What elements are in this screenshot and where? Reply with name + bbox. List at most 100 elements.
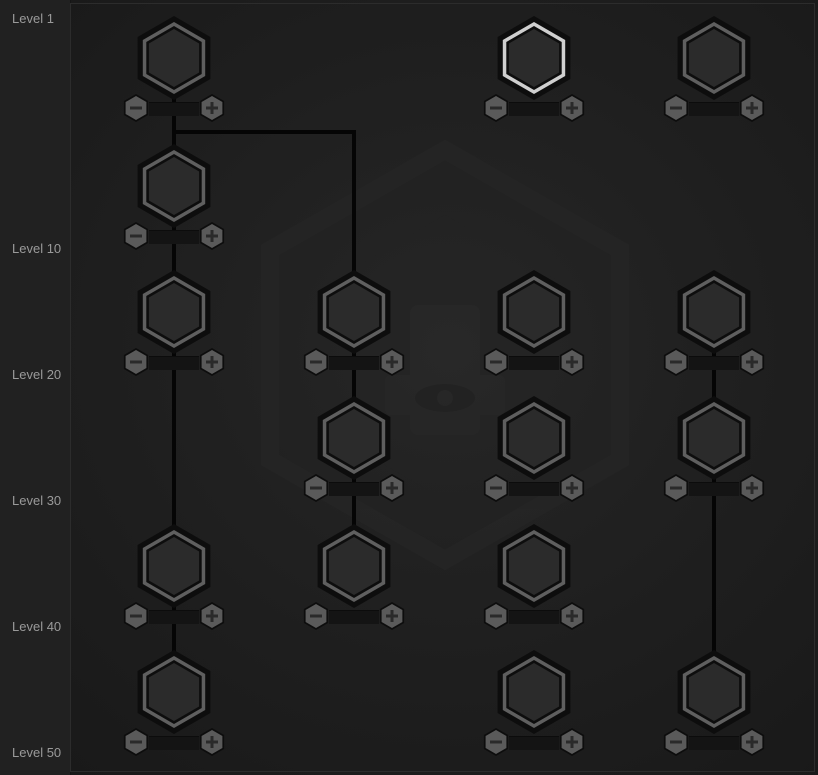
skill-node-c4-level20[interactable]	[659, 269, 769, 379]
plus-icon	[559, 348, 585, 376]
rank-progress-bar	[509, 356, 559, 370]
increase-rank-button[interactable]	[377, 601, 407, 631]
rank-controls	[659, 91, 769, 125]
skill-hexagon-icon[interactable]	[676, 649, 752, 735]
decrease-rank-button[interactable]	[301, 601, 331, 631]
skill-hexagon-icon[interactable]	[316, 269, 392, 355]
plus-icon	[199, 222, 225, 250]
skill-hexagon-icon[interactable]	[136, 15, 212, 101]
decrease-rank-button[interactable]	[481, 473, 511, 503]
increase-rank-button[interactable]	[557, 601, 587, 631]
decrease-rank-button[interactable]	[121, 727, 151, 757]
skill-node-c3-level1[interactable]	[479, 15, 589, 125]
decrease-rank-button[interactable]	[661, 347, 691, 377]
skill-hexagon-icon[interactable]	[496, 15, 572, 101]
increase-rank-button[interactable]	[557, 93, 587, 123]
increase-rank-button[interactable]	[737, 473, 767, 503]
decrease-rank-button[interactable]	[301, 473, 331, 503]
skill-hexagon-icon[interactable]	[676, 269, 752, 355]
minus-icon	[483, 728, 509, 756]
rank-progress-bar	[509, 610, 559, 624]
skill-hexagon-icon[interactable]	[136, 649, 212, 735]
plus-icon	[739, 728, 765, 756]
skill-node-c4-level1[interactable]	[659, 15, 769, 125]
minus-icon	[663, 728, 689, 756]
increase-rank-button[interactable]	[197, 727, 227, 757]
rank-progress-bar	[329, 482, 379, 496]
rank-controls	[479, 471, 589, 505]
skill-node-c2-level30[interactable]	[299, 395, 409, 505]
skill-node-c2-level40[interactable]	[299, 523, 409, 633]
rank-progress-bar	[689, 482, 739, 496]
skill-node-c3-level50[interactable]	[479, 649, 589, 759]
skill-hexagon-icon[interactable]	[316, 395, 392, 481]
decrease-rank-button[interactable]	[481, 727, 511, 757]
minus-icon	[303, 348, 329, 376]
decrease-rank-button[interactable]	[661, 727, 691, 757]
increase-rank-button[interactable]	[737, 347, 767, 377]
tree-frame	[70, 3, 815, 772]
increase-rank-button[interactable]	[557, 473, 587, 503]
skill-node-c3-level30[interactable]	[479, 395, 589, 505]
rank-progress-bar	[149, 736, 199, 750]
skill-hexagon-icon[interactable]	[136, 143, 212, 229]
rank-progress-bar	[509, 102, 559, 116]
level-label-40: Level 40	[12, 619, 62, 634]
increase-rank-button[interactable]	[557, 347, 587, 377]
plus-icon	[379, 348, 405, 376]
decrease-rank-button[interactable]	[481, 601, 511, 631]
plus-icon	[559, 94, 585, 122]
skill-hexagon-icon[interactable]	[496, 395, 572, 481]
level-label-10: Level 10	[12, 241, 62, 256]
skill-hexagon-icon[interactable]	[136, 523, 212, 609]
rank-progress-bar	[689, 736, 739, 750]
skill-hexagon-icon[interactable]	[496, 523, 572, 609]
increase-rank-button[interactable]	[737, 93, 767, 123]
decrease-rank-button[interactable]	[481, 347, 511, 377]
skill-hexagon-icon[interactable]	[496, 649, 572, 735]
increase-rank-button[interactable]	[377, 347, 407, 377]
rank-progress-bar	[149, 102, 199, 116]
level-label-30: Level 30	[12, 493, 62, 508]
skill-node-c3-level20[interactable]	[479, 269, 589, 379]
decrease-rank-button[interactable]	[121, 347, 151, 377]
decrease-rank-button[interactable]	[121, 601, 151, 631]
minus-icon	[123, 602, 149, 630]
plus-icon	[199, 602, 225, 630]
rank-controls	[119, 345, 229, 379]
skill-node-c1-level20[interactable]	[119, 269, 229, 379]
increase-rank-button[interactable]	[197, 347, 227, 377]
decrease-rank-button[interactable]	[301, 347, 331, 377]
decrease-rank-button[interactable]	[121, 221, 151, 251]
decrease-rank-button[interactable]	[661, 93, 691, 123]
skill-node-c1-level10[interactable]	[119, 143, 229, 253]
skill-node-c2-level20[interactable]	[299, 269, 409, 379]
skill-hexagon-icon[interactable]	[676, 395, 752, 481]
plus-icon	[739, 94, 765, 122]
increase-rank-button[interactable]	[197, 93, 227, 123]
rank-controls	[659, 471, 769, 505]
skill-hexagon-icon[interactable]	[676, 15, 752, 101]
skill-node-c1-level1[interactable]	[119, 15, 229, 125]
minus-icon	[483, 348, 509, 376]
plus-icon	[559, 728, 585, 756]
minus-icon	[483, 94, 509, 122]
skill-node-c1-level50[interactable]	[119, 649, 229, 759]
increase-rank-button[interactable]	[197, 221, 227, 251]
increase-rank-button[interactable]	[377, 473, 407, 503]
skill-node-c4-level50[interactable]	[659, 649, 769, 759]
rank-progress-bar	[689, 356, 739, 370]
decrease-rank-button[interactable]	[121, 93, 151, 123]
increase-rank-button[interactable]	[197, 601, 227, 631]
rank-progress-bar	[149, 610, 199, 624]
skill-hexagon-icon[interactable]	[136, 269, 212, 355]
skill-hexagon-icon[interactable]	[496, 269, 572, 355]
decrease-rank-button[interactable]	[481, 93, 511, 123]
skill-node-c3-level40[interactable]	[479, 523, 589, 633]
skill-hexagon-icon[interactable]	[316, 523, 392, 609]
decrease-rank-button[interactable]	[661, 473, 691, 503]
skill-node-c4-level30[interactable]	[659, 395, 769, 505]
increase-rank-button[interactable]	[557, 727, 587, 757]
increase-rank-button[interactable]	[737, 727, 767, 757]
skill-node-c1-level40[interactable]	[119, 523, 229, 633]
